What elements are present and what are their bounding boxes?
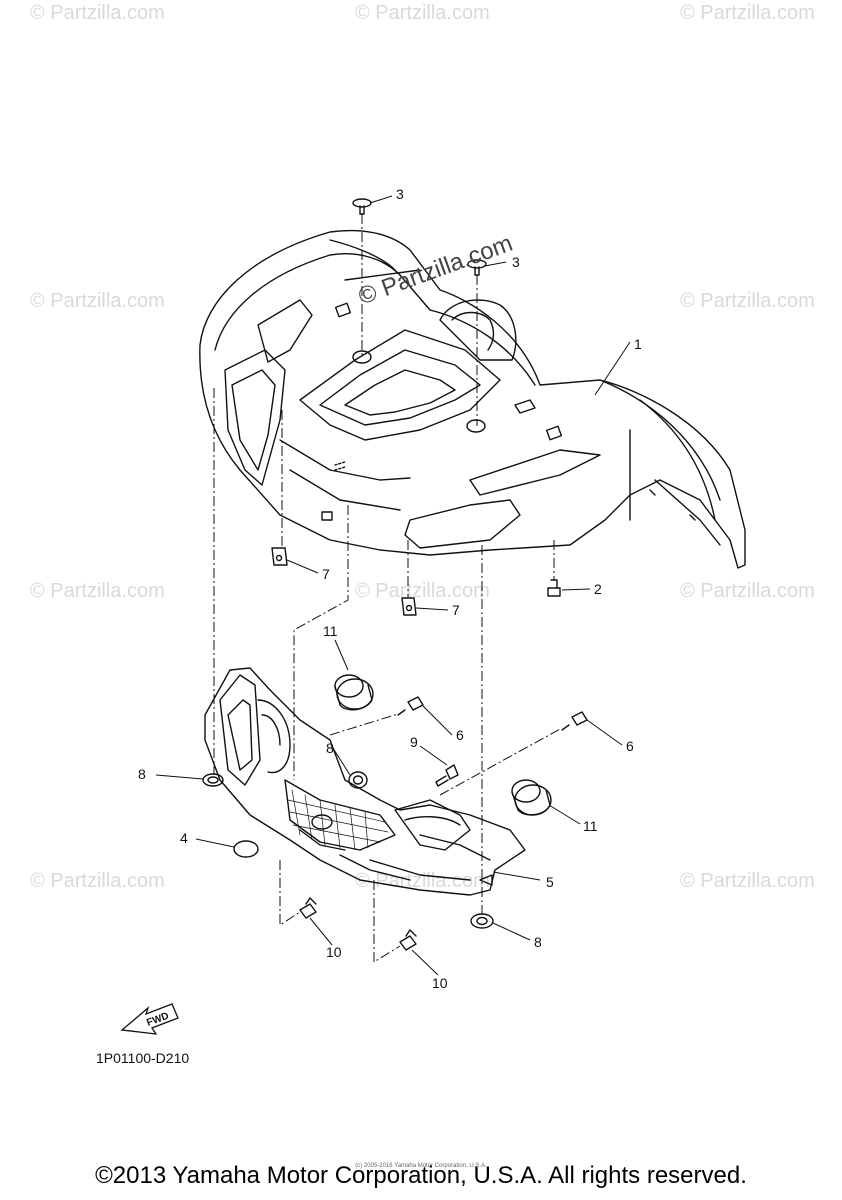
front-guard <box>204 667 526 896</box>
watermark: © Partzilla.com <box>30 580 165 602</box>
clip-7-left <box>271 547 288 566</box>
cap-4 <box>233 840 259 858</box>
callout-9: 9 <box>410 734 418 750</box>
grommet-8-left <box>202 773 224 787</box>
callout-6: 6 <box>456 727 464 743</box>
front-fender <box>199 229 746 569</box>
grommet-11-left <box>334 674 374 711</box>
callout-3: 3 <box>396 186 404 202</box>
callout-11: 11 <box>583 818 598 834</box>
copyright-notice: ©2013 Yamaha Motor Corporation, U.S.A. A… <box>95 1162 747 1189</box>
callout-10: 10 <box>326 944 342 960</box>
callout-10: 10 <box>432 975 448 991</box>
callout-11: 11 <box>323 623 338 639</box>
watermark: © Partzilla.com <box>30 870 165 892</box>
callout-8: 8 <box>534 934 542 950</box>
callout-7: 7 <box>322 566 330 582</box>
callout-3: 3 <box>512 254 520 270</box>
watermark: © Partzilla.com <box>355 870 490 892</box>
watermark: © Partzilla.com <box>680 290 815 312</box>
watermark: © Partzilla.com <box>355 2 490 24</box>
bolt-10-right <box>399 929 417 951</box>
callout-7: 7 <box>452 602 460 618</box>
callout-2: 2 <box>594 581 602 597</box>
bolt-6-right <box>561 711 588 731</box>
bolt-2 <box>547 579 561 597</box>
watermark: © Partzilla.com <box>355 580 490 602</box>
clip-7-right <box>401 597 417 616</box>
callout-8: 8 <box>138 766 146 782</box>
bolt-10-left <box>299 897 317 919</box>
grommet-11-right <box>511 779 552 816</box>
bolt-3-left <box>352 198 372 215</box>
bolt-6-left <box>397 696 424 716</box>
watermark: © Partzilla.com <box>680 580 815 602</box>
callout-6: 6 <box>626 738 634 754</box>
drawing-code: 1P01100-D210 <box>96 1050 190 1066</box>
watermark: © Partzilla.com <box>680 870 815 892</box>
grommet-8-lower <box>470 913 494 929</box>
grommet-8-center <box>348 771 368 789</box>
forward-arrow-icon <box>120 1003 179 1035</box>
watermark: © Partzilla.com <box>30 2 165 24</box>
callout-5: 5 <box>546 874 554 890</box>
watermark: © Partzilla.com <box>30 290 165 312</box>
callout-8: 8 <box>326 740 334 756</box>
watermark: © Partzilla.com <box>680 2 815 24</box>
screw-9 <box>435 764 459 787</box>
callout-4: 4 <box>180 830 188 846</box>
small-copyright: (c) 2005-2016 Yamaha Motor Corporation, … <box>355 1163 487 1169</box>
callout-1: 1 <box>634 336 642 352</box>
